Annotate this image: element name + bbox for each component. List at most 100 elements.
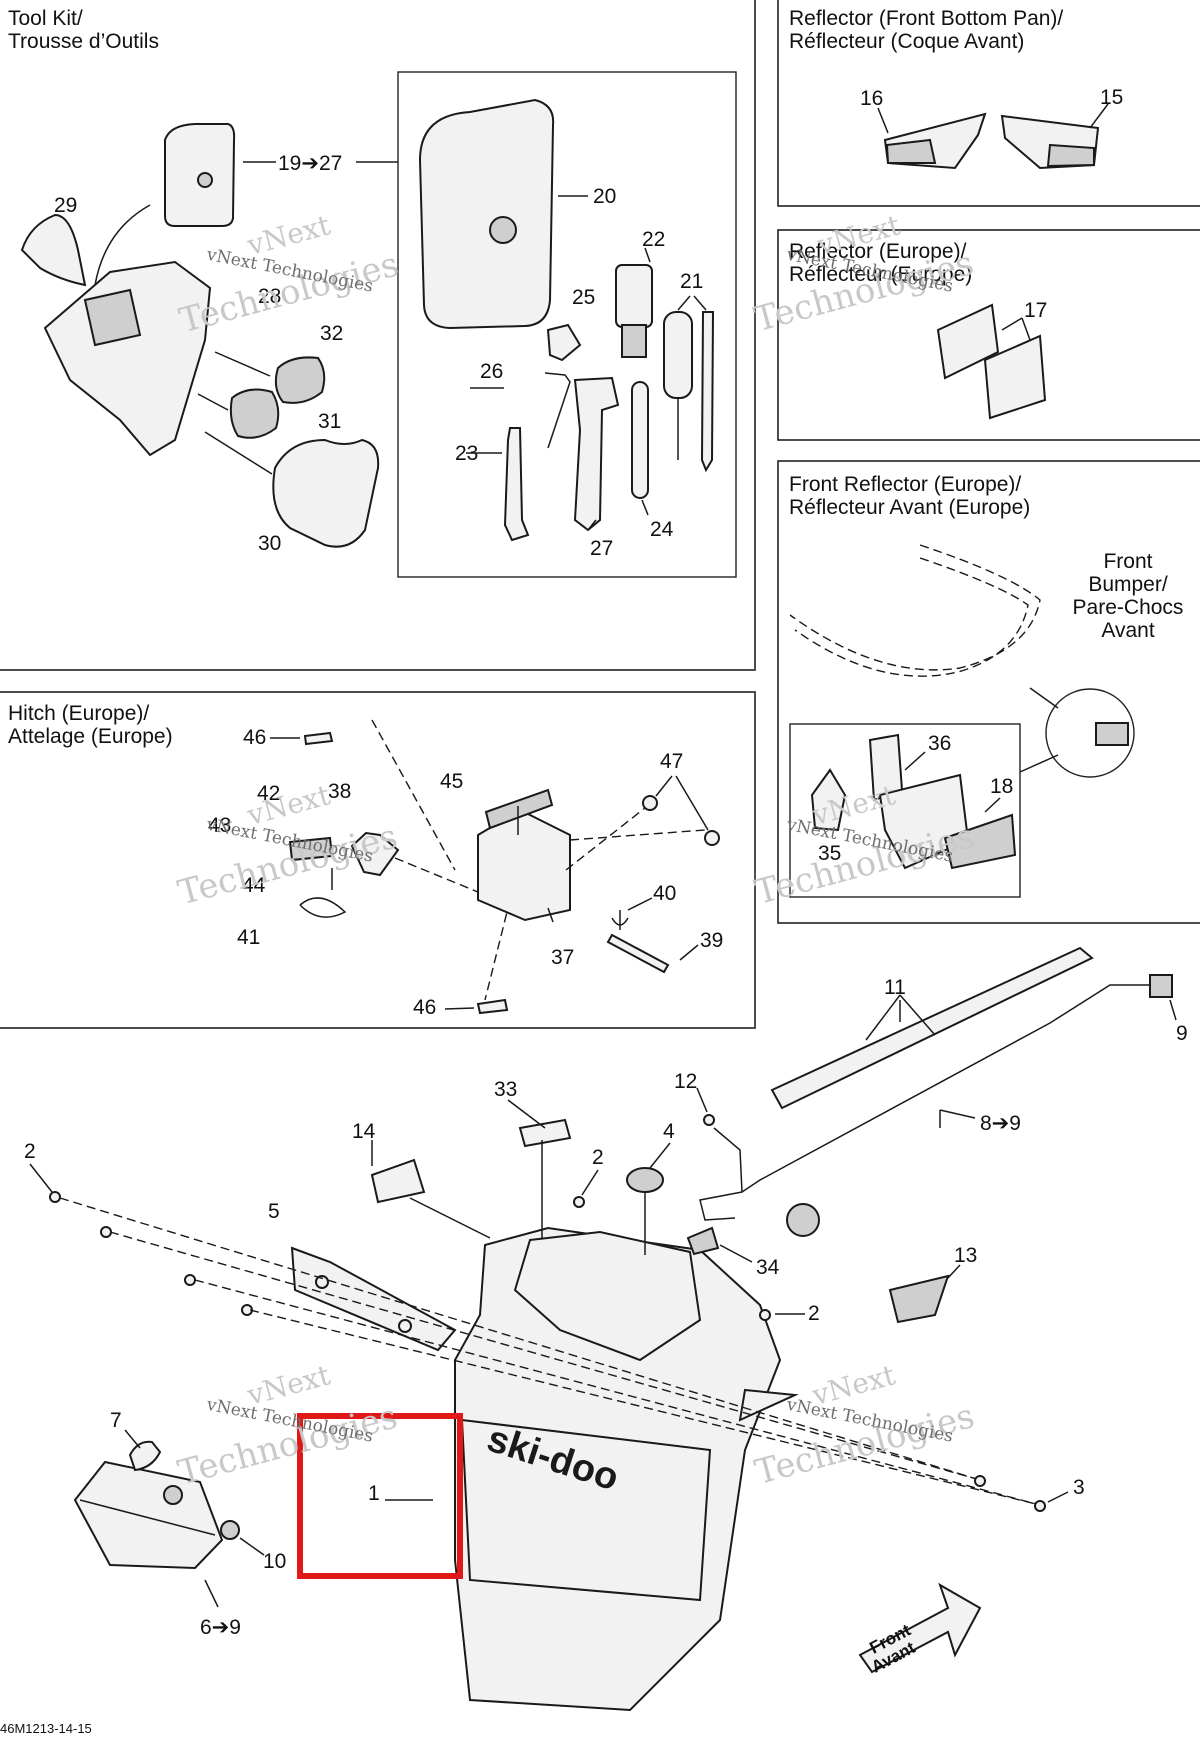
- decal-13: [888, 1274, 950, 1324]
- callout-12: 12: [674, 1070, 697, 1093]
- front-direction-arrow: [858, 1582, 982, 1674]
- leader-10: [239, 1537, 265, 1556]
- connector-9: [1149, 974, 1173, 998]
- callout-5: 5: [268, 1200, 280, 1223]
- callout-15: 15: [1100, 86, 1123, 109]
- leader-22: [644, 247, 651, 263]
- rivet-dash-4: [249, 1309, 1041, 1506]
- leader-11c: [899, 994, 936, 1036]
- reflector-pan-panel: [777, 0, 1200, 207]
- bumper-label-2: Bumper/: [1088, 573, 1168, 596]
- callout-7: 7: [110, 1409, 122, 1432]
- leader-2-top: [581, 1169, 599, 1196]
- front-reflector-inner-box: [789, 723, 1021, 898]
- bracket-35a: [810, 768, 847, 832]
- leader-37: [547, 907, 554, 923]
- leader-36: [904, 751, 926, 771]
- callout-18: 18: [990, 775, 1013, 798]
- tool-bag-small-logo: [197, 172, 213, 188]
- clip-12: [703, 1114, 715, 1126]
- socket-22: [615, 264, 653, 328]
- callout-38: 38: [328, 780, 351, 803]
- hitch-title-1: Hitch (Europe)/: [8, 702, 149, 725]
- callout-20: 20: [593, 185, 616, 208]
- bumper-label-4: Avant: [1101, 619, 1154, 642]
- callout-34: 34: [756, 1256, 780, 1279]
- reflector-europe-panel: [777, 229, 1200, 441]
- callout-30: 30: [258, 532, 281, 555]
- front-bumper-outline: [789, 544, 1041, 671]
- light-6: [73, 1460, 224, 1570]
- callout-28: 28: [258, 285, 281, 308]
- reference-code: 46M1213-14-15: [0, 1721, 92, 1736]
- leader-9: [1169, 999, 1177, 1021]
- leader-8-9b: [939, 1109, 976, 1119]
- spring-42: [288, 836, 334, 862]
- bumper-label-1: Front: [1103, 550, 1152, 573]
- grommet-light: [163, 1485, 183, 1505]
- callout-29: 29: [54, 194, 77, 217]
- callout-46-top: 46: [243, 726, 266, 749]
- anchor-40: [611, 910, 629, 930]
- clip-41: [299, 897, 347, 918]
- leader-46b: [444, 1007, 475, 1010]
- toolkit-title-1: Tool Kit/: [8, 7, 83, 30]
- tab-5: [290, 1246, 457, 1352]
- callout-24: 24: [650, 518, 674, 541]
- screwdriver-21: [663, 311, 693, 399]
- leader-4: [649, 1142, 671, 1169]
- callout-31: 31: [318, 410, 341, 433]
- callout-21: 21: [680, 270, 703, 293]
- strip-11: [770, 946, 1094, 1110]
- callout-26: 26: [480, 360, 503, 383]
- rivet-left-2: [100, 1226, 112, 1238]
- pad-30: [272, 438, 380, 548]
- rivet-2-top: [573, 1196, 585, 1208]
- rivet-right-2: [1034, 1500, 1046, 1512]
- toolkit-panel: [0, 0, 756, 671]
- bumper-label-3: Pare-Chocs: [1073, 596, 1184, 619]
- harness-8-9: [741, 984, 1150, 1193]
- housing-28: [43, 260, 212, 457]
- arrow-bag-to-housing: [94, 204, 151, 286]
- leader-39: [679, 944, 699, 961]
- leader-17a: [1001, 317, 1023, 331]
- leader-47b: [675, 775, 709, 831]
- callout-3: 3: [1073, 1476, 1085, 1499]
- light-6-line: [79, 1499, 216, 1536]
- hitch-dash-5: [394, 857, 479, 893]
- callout-19-27: 19➔27: [278, 152, 342, 175]
- front-reflector-title-2: Réflecteur Avant (Europe): [789, 496, 1030, 519]
- callout-6-9: 6➔9: [200, 1616, 241, 1639]
- clip-29: [20, 213, 87, 287]
- callout-2-top: 2: [592, 1146, 604, 1169]
- rivet-2-right: [759, 1309, 771, 1321]
- callout-1: 1: [368, 1482, 380, 1505]
- reflector-pan-title-1: Reflector (Front Bottom Pan)/: [789, 7, 1063, 30]
- hitch-knob-38: [350, 831, 400, 877]
- hitch-dash-4: [565, 807, 646, 871]
- tab-5-hole-b: [398, 1319, 412, 1333]
- leader-3: [1047, 1491, 1069, 1503]
- arrow-30: [204, 431, 273, 475]
- leader-33: [507, 1099, 546, 1129]
- arrow-31: [197, 393, 229, 411]
- callout-46-bottom: 46: [413, 996, 436, 1019]
- decal-33: [518, 1118, 572, 1148]
- socket-22-shaft: [621, 324, 647, 358]
- hex-key-26: [544, 372, 571, 449]
- leader-34: [719, 1244, 753, 1263]
- leader-27: [587, 519, 597, 531]
- pad-32: [274, 356, 326, 404]
- toolkit-title-2: Trousse d’Outils: [8, 30, 159, 53]
- reflector-17a: [936, 303, 1000, 380]
- leader-18: [984, 797, 1001, 813]
- tab-5-hole-a: [315, 1275, 329, 1289]
- callout-42: 42: [257, 782, 280, 805]
- callout-25: 25: [572, 286, 595, 309]
- hitch-panel: [0, 691, 756, 1029]
- leader-40: [627, 897, 653, 911]
- pad-31: [229, 388, 280, 439]
- bolt-46b: [476, 998, 509, 1015]
- callout-2-right: 2: [808, 1302, 820, 1325]
